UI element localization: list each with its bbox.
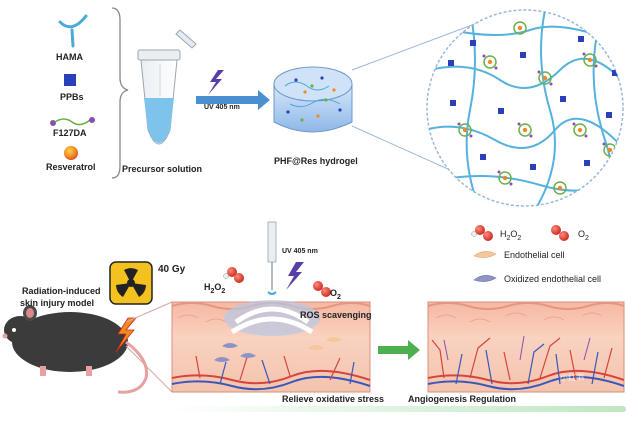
legend-brace xyxy=(111,7,129,179)
resveratrol-icon xyxy=(64,146,78,160)
ppbs-icon xyxy=(64,74,76,86)
hydrogel-network-zoom xyxy=(426,9,624,207)
dose-label: 40 Gy xyxy=(158,264,186,275)
uv-label-bottom: UV 405 nm xyxy=(282,248,318,255)
o2-molecule-icon xyxy=(313,281,331,297)
skin-section-healed xyxy=(427,301,625,393)
uv-label-top: UV 405 nm xyxy=(204,104,240,111)
lg-o2-o: O xyxy=(578,229,586,239)
hydrogel-label: PHF@Res hydrogel xyxy=(274,156,358,166)
legend-f127da-label: F127DA xyxy=(53,128,87,138)
radiation-bolt-on-mouse xyxy=(115,317,137,353)
model-title-line1: Radiation-induced xyxy=(22,286,101,296)
legend-resveratrol-label: Resveratrol xyxy=(46,162,96,172)
model-title-line2: skin injury model xyxy=(20,298,95,308)
arrow-skin-to-skin xyxy=(378,340,420,360)
h2o2-o: O xyxy=(214,282,222,292)
hama-icon xyxy=(58,14,88,48)
lg-h2o2-s2: 2 xyxy=(517,234,522,242)
legend-h2o2-text: H2O2 xyxy=(500,229,521,242)
arrow-to-hydrogel xyxy=(196,90,270,110)
o2-label: O2 xyxy=(330,288,341,301)
legend-h2o2-icon xyxy=(471,225,493,241)
zoom-line-top xyxy=(351,21,481,71)
hydrogel-disc-icon xyxy=(273,66,353,133)
lg-h2o2-s1: 2 xyxy=(506,234,511,242)
h2o2-label: H2O2 xyxy=(204,282,225,295)
uv-bolt-icon-bottom xyxy=(286,262,304,290)
precursor-tube-icon xyxy=(137,29,197,145)
mouse-icon xyxy=(2,305,149,394)
h2o2-sub1: 2 xyxy=(210,287,215,295)
skin-section-injured xyxy=(171,301,371,393)
legend-hama-label: HAMA xyxy=(56,52,83,62)
precursor-label: Precursor solution xyxy=(122,164,203,174)
lg-o2-s: 2 xyxy=(585,234,589,242)
mouse-to-skin-line-2 xyxy=(125,345,173,393)
relieve-label: Relieve oxidative stress xyxy=(282,394,385,404)
injection-needle-icon xyxy=(267,221,277,295)
lg-h2o2-h: H xyxy=(500,229,507,239)
bottom-gradient-bar xyxy=(170,406,626,412)
h2o2-h: H xyxy=(204,282,211,292)
legend-o2-text: O2 xyxy=(578,229,589,242)
o2-sub: 2 xyxy=(337,293,341,301)
legend-oxidized-text: Oxidized endothelial cell xyxy=(504,274,602,284)
legend-endothelial-text: Endothelial cell xyxy=(504,250,565,260)
radiation-hazard-icon xyxy=(109,261,153,305)
watermark-right: 小红书 xyxy=(560,373,584,382)
legend-endothelial-icon xyxy=(473,251,497,258)
lg-h2o2-o: O xyxy=(510,229,518,239)
o2-o: O xyxy=(330,288,338,298)
ros-label: ROS scavenging xyxy=(300,310,372,320)
h2o2-molecule-icon xyxy=(223,267,244,283)
legend-ppbs-label: PPBs xyxy=(60,92,84,102)
uv-bolt-icon-top xyxy=(208,70,224,95)
angio-label: Angiogenesis Regulation xyxy=(408,394,517,404)
f127da-icon xyxy=(50,117,95,126)
legend-o2-icon xyxy=(551,225,569,241)
hydrogel-patch-on-skin xyxy=(224,300,320,336)
mouse-to-skin-line-1 xyxy=(125,301,173,323)
legend-oxidized-icon xyxy=(473,275,497,282)
h2o2-sub2: 2 xyxy=(221,287,226,295)
